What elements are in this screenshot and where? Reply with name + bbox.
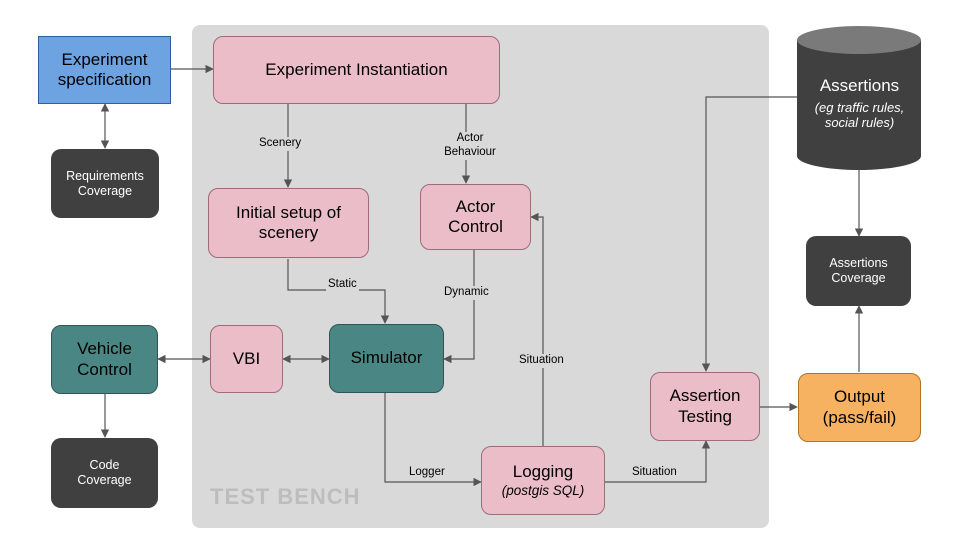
- test-bench-label: TEST BENCH: [210, 484, 361, 509]
- code-coverage-node: Code Coverage: [51, 438, 158, 508]
- experiment-instantiation-node: Experiment Instantiation: [213, 36, 500, 104]
- actor-control-node: Actor Control: [420, 184, 531, 250]
- edge-assertions-to-testing: [701, 96, 797, 372]
- simulator-node: Simulator: [329, 324, 444, 393]
- output-node: Output (pass/fail): [798, 373, 921, 442]
- assertions-title: Assertions: [819, 76, 900, 95]
- edge-label-situation-right: Situation: [630, 466, 679, 480]
- code-coverage-label: Code Coverage: [77, 458, 132, 487]
- requirements-coverage-node: Requirements Coverage: [51, 149, 159, 218]
- assertion-testing-label: Assertion Testing: [669, 386, 741, 426]
- output-label: Output (pass/fail): [822, 387, 897, 427]
- edge-situation-right: [605, 440, 711, 483]
- actor-control-label: Actor Control: [448, 196, 503, 236]
- assertions-text: Assertions (eg traffic rules, social rul…: [797, 76, 922, 130]
- edge-situation-up: [530, 212, 544, 446]
- edge-label-dynamic: Dynamic: [442, 286, 491, 300]
- experiment-instantiation-label: Experiment Instantiation: [265, 59, 448, 79]
- simulator-label: Simulator: [350, 348, 423, 368]
- experiment-specification-label: Experiment specification: [57, 49, 152, 89]
- vbi-label: VBI: [232, 348, 261, 368]
- edge-label-scenery: Scenery: [257, 137, 304, 151]
- edge-label-static: Static: [326, 278, 359, 292]
- assertion-testing-node: Assertion Testing: [650, 372, 760, 441]
- logging-title: Logging: [512, 462, 574, 482]
- edge-label-situation-up: Situation: [517, 354, 566, 368]
- requirements-coverage-label: Requirements Coverage: [66, 168, 144, 198]
- vbi-node: VBI: [210, 325, 283, 393]
- initial-setup-node: Initial setup of scenery: [208, 188, 369, 258]
- edge-label-logger: Logger: [407, 466, 447, 480]
- initial-setup-label: Initial setup of scenery: [236, 202, 341, 242]
- assertions-coverage-node: Assertions Coverage: [806, 236, 911, 306]
- vehicle-control-node: Vehicle Control: [51, 325, 158, 394]
- logging-subtitle: (postgis SQL): [501, 482, 585, 498]
- logging-node: Logging (postgis SQL): [481, 446, 605, 515]
- assertions-cylinder: [797, 26, 921, 170]
- edge-label-actor-behaviour: Actor Behaviour: [442, 132, 498, 160]
- edge-logger: [384, 393, 482, 487]
- assertions-subtitle: (eg traffic rules, social rules): [814, 100, 905, 130]
- experiment-specification-node: Experiment specification: [38, 36, 171, 104]
- assertions-coverage-label: Assertions Coverage: [829, 256, 888, 285]
- vehicle-control-label: Vehicle Control: [77, 339, 132, 379]
- edge-dynamic: [443, 250, 475, 364]
